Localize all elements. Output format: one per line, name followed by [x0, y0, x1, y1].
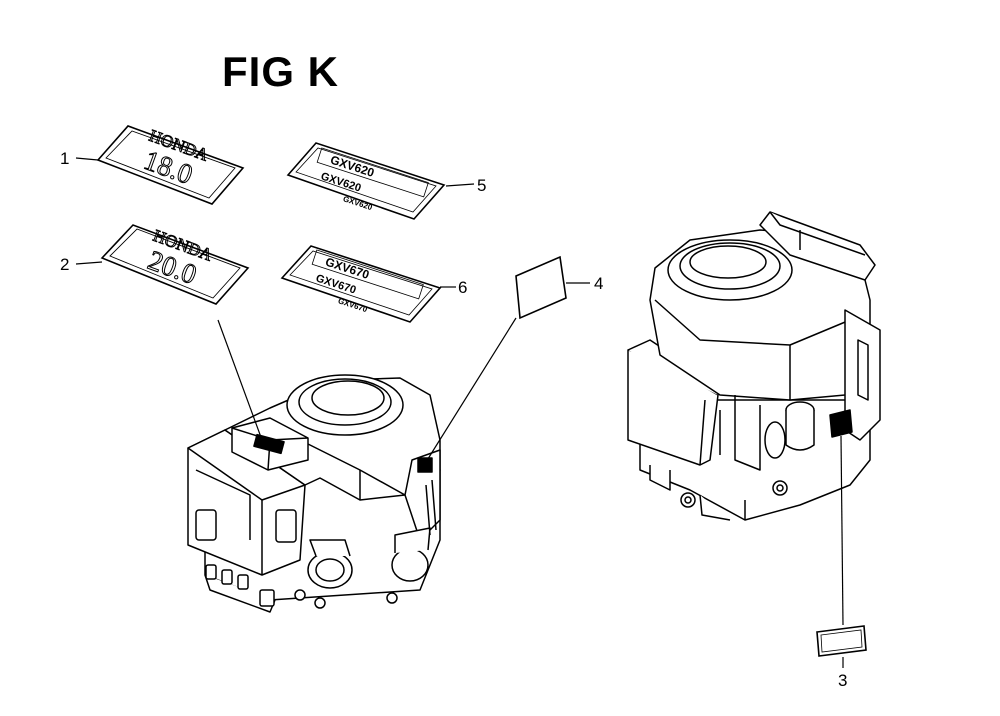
- part-1-badge[interactable]: HONDA 18.0: [96, 125, 245, 205]
- callout-1: 1: [60, 149, 69, 168]
- engine-left: [187, 374, 441, 613]
- callout-2: 2: [60, 255, 69, 274]
- leader-lines: [75, 157, 844, 668]
- figure-title: FIG K: [222, 48, 339, 95]
- callout-5: 5: [477, 176, 486, 195]
- part-3-label[interactable]: [816, 625, 867, 657]
- callout-4: 4: [594, 274, 603, 293]
- part-4-sticker[interactable]: [515, 255, 567, 320]
- part-5-label[interactable]: GXV620 GXV620 GXV620: [286, 142, 446, 226]
- part-2-badge[interactable]: HONDA 20.0: [100, 224, 250, 305]
- part-6-label[interactable]: GXV670 GXV670 GXV670: [280, 245, 442, 328]
- callout-3: 3: [838, 671, 847, 690]
- engine-right: [627, 211, 881, 521]
- callout-6: 6: [458, 278, 467, 297]
